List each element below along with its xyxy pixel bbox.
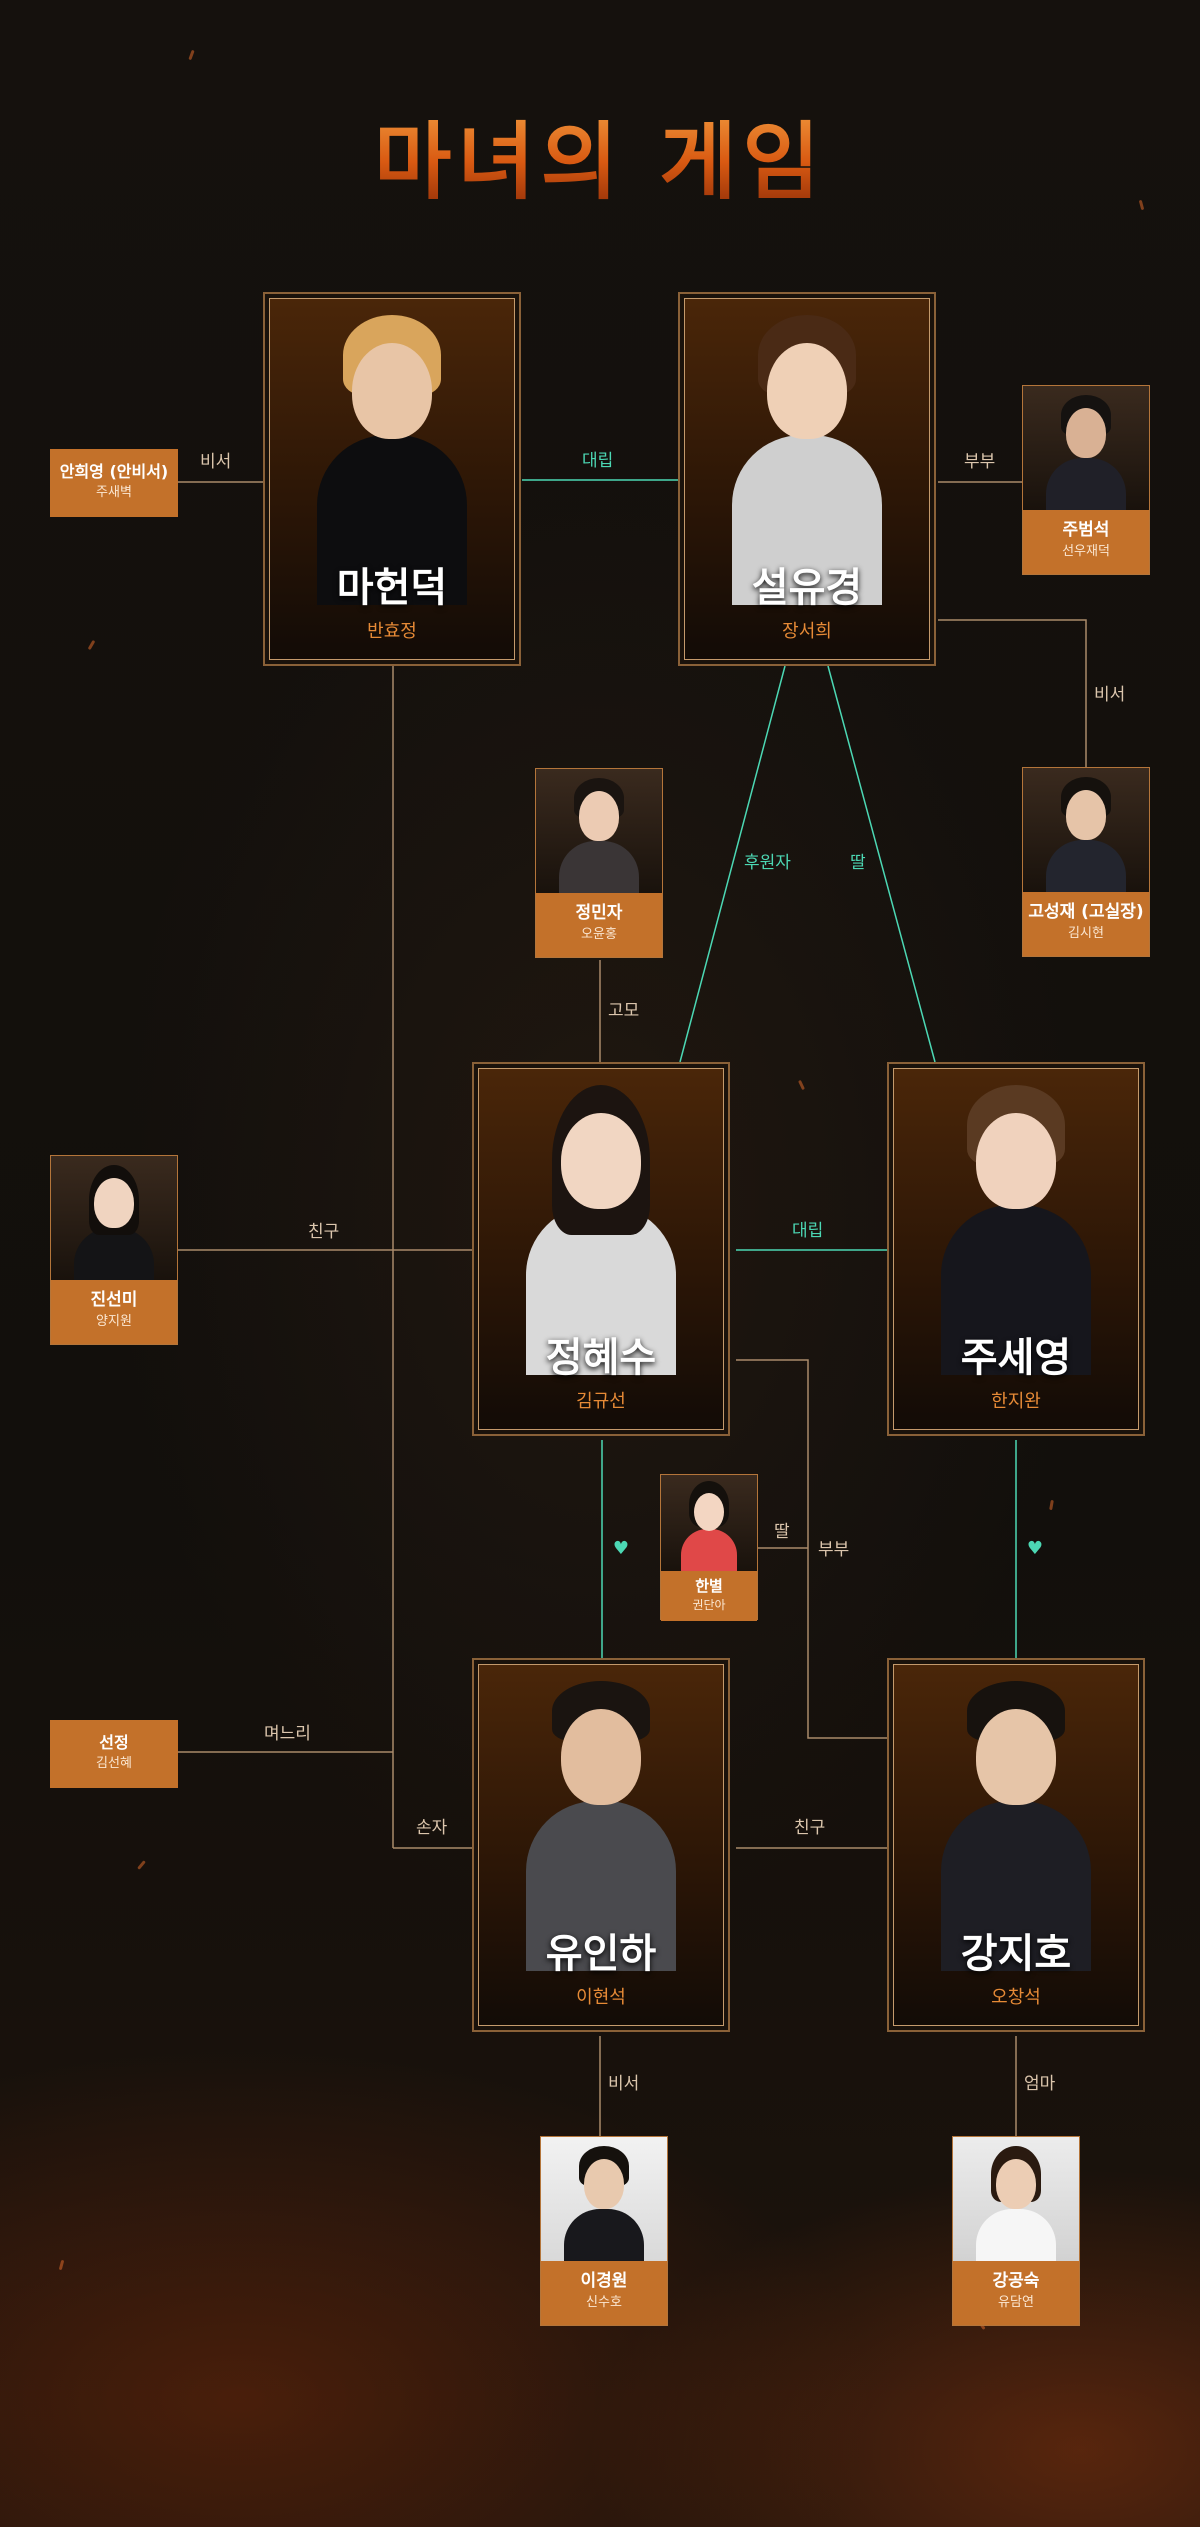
character-card-go-seongjae[interactable]: 고성재 (고실장) 김시현 bbox=[1022, 767, 1150, 957]
relation-label-jin-jung: 친구 bbox=[308, 1222, 340, 1242]
heart-icon: ♥ bbox=[612, 1538, 630, 1559]
character-card-ju-beomseok[interactable]: 주범석 선우재덕 bbox=[1022, 385, 1150, 575]
character-name: 정민자 bbox=[575, 903, 623, 923]
relation-label-hanbyeol: 딸 bbox=[774, 1522, 790, 1542]
character-name: 안희영 (안비서) bbox=[59, 462, 169, 481]
actor-name: 권단아 bbox=[692, 1598, 726, 1612]
relation-label-yu-kang: 친구 bbox=[794, 1818, 826, 1838]
relation-label-seol-jubs: 부부 bbox=[964, 452, 996, 472]
character-card-seol-yugyeong[interactable]: 설유경 장서희 bbox=[678, 292, 936, 666]
portrait-image bbox=[941, 1085, 1091, 1375]
character-card-jin-seonmi[interactable]: 진선미 양지원 bbox=[50, 1155, 178, 1345]
actor-name: 유담연 bbox=[998, 2295, 1034, 2310]
portrait-image bbox=[1046, 777, 1126, 892]
actor-name: 주새벽 bbox=[96, 485, 132, 500]
character-card-ju-seyeong[interactable]: 주세영 한지완 bbox=[887, 1062, 1145, 1436]
relation-label-ma-yu: 손자 bbox=[416, 1818, 448, 1838]
relation-label-jung-kang: 부부 bbox=[818, 1540, 850, 1560]
portrait-image bbox=[941, 1681, 1091, 1971]
character-card-an-huiyeong[interactable]: 안희영 (안비서) 주새벽 bbox=[50, 449, 178, 517]
character-name: 진선미 bbox=[90, 1290, 138, 1310]
portrait-image bbox=[526, 1085, 676, 1375]
actor-name: 김선혜 bbox=[96, 1756, 132, 1771]
actor-name: 신수호 bbox=[586, 2295, 622, 2310]
portrait-image bbox=[976, 2146, 1056, 2261]
portrait-image bbox=[679, 1481, 739, 1571]
actor-name: 반효정 bbox=[367, 621, 417, 642]
character-card-yu-inha[interactable]: 유인하 이현석 bbox=[472, 1658, 730, 2032]
character-name: 정혜수 bbox=[545, 1334, 657, 1381]
relation-label-seol-jung: 후원자 bbox=[744, 853, 791, 873]
portrait-image bbox=[564, 2146, 644, 2261]
character-card-hanbyeol[interactable]: 한별 권단아 bbox=[660, 1474, 758, 1621]
relation-label-yu-lee: 비서 bbox=[608, 2074, 640, 2094]
character-card-jung-hyesu[interactable]: 정혜수 김규선 bbox=[472, 1062, 730, 1436]
portrait-image bbox=[526, 1681, 676, 1971]
character-card-jeong-minja[interactable]: 정민자 오윤홍 bbox=[535, 768, 663, 958]
character-name: 설유경 bbox=[751, 564, 863, 611]
relation-label-jung-ju: 대립 bbox=[792, 1221, 824, 1241]
actor-name: 오윤홍 bbox=[581, 927, 617, 942]
actor-name: 한지완 bbox=[991, 1391, 1041, 1412]
character-name: 주범석 bbox=[1062, 520, 1110, 540]
character-card-seonjeong[interactable]: 선정 김선혜 bbox=[50, 1720, 178, 1788]
character-name: 주세영 bbox=[960, 1334, 1072, 1381]
character-name: 고성재 (고실장) bbox=[1028, 902, 1144, 922]
character-name: 마헌덕 bbox=[336, 564, 448, 611]
line-seol-ju bbox=[827, 665, 936, 1063]
relation-label-seol-ju: 딸 bbox=[850, 853, 866, 873]
character-name: 유인하 bbox=[545, 1930, 657, 1977]
relation-label-kang-gong: 엄마 bbox=[1024, 2074, 1056, 2094]
actor-name: 양지원 bbox=[96, 1314, 132, 1329]
character-name: 강지호 bbox=[960, 1930, 1072, 1977]
portrait-image bbox=[559, 778, 639, 893]
character-card-ma-heondeok[interactable]: 마헌덕 반효정 bbox=[263, 292, 521, 666]
line-jung-kang bbox=[736, 1359, 887, 1739]
character-name: 한별 bbox=[695, 1577, 723, 1595]
character-name: 강공숙 bbox=[992, 2271, 1040, 2291]
line-seol-go bbox=[938, 619, 1087, 767]
portrait-image bbox=[1046, 395, 1126, 510]
portrait-image bbox=[732, 315, 882, 605]
actor-name: 오창석 bbox=[991, 1987, 1041, 2008]
character-name: 이경원 bbox=[580, 2271, 628, 2291]
heart-icon: ♥ bbox=[1026, 1538, 1044, 1559]
character-card-lee-gyeongwon[interactable]: 이경원 신수호 bbox=[540, 2136, 668, 2326]
portrait-image bbox=[317, 315, 467, 605]
actor-name: 김규선 bbox=[576, 1391, 626, 1412]
line-seol-jung bbox=[679, 665, 786, 1063]
relation-label-jeongmin-jung: 고모 bbox=[608, 1001, 640, 1021]
portrait-image bbox=[74, 1165, 154, 1280]
actor-name: 장서희 bbox=[782, 621, 832, 642]
character-card-kang-jiho[interactable]: 강지호 오창석 bbox=[887, 1658, 1145, 2032]
page-title: 마녀의 게임 bbox=[0, 95, 1200, 216]
relation-label-ma-seol: 대립 bbox=[582, 451, 614, 471]
relation-label-an-ma: 비서 bbox=[200, 452, 232, 472]
actor-name: 선우재덕 bbox=[1062, 544, 1110, 559]
character-card-kang-gongsuk[interactable]: 강공숙 유담연 bbox=[952, 2136, 1080, 2326]
character-name: 선정 bbox=[99, 1733, 129, 1752]
relation-label-seonjeong: 며느리 bbox=[264, 1724, 311, 1744]
actor-name: 이현석 bbox=[576, 1987, 626, 2008]
actor-name: 김시현 bbox=[1068, 926, 1104, 941]
relation-label-seol-go: 비서 bbox=[1094, 685, 1126, 705]
